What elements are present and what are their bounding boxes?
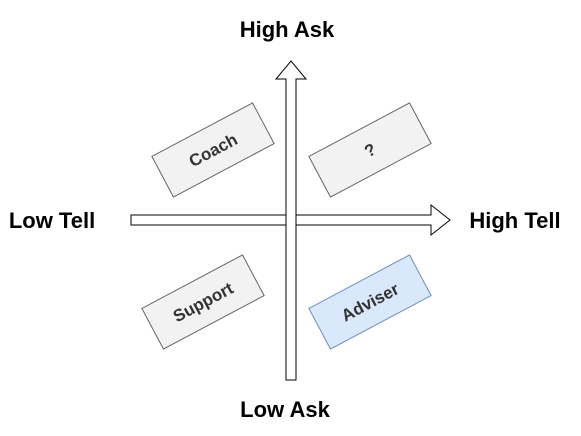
axis-label-high-tell: High Tell	[469, 208, 560, 233]
quadrant-box-unknown: ?	[308, 102, 432, 198]
axis-label-high-ask: High Ask	[240, 17, 335, 42]
unknown-box-shape	[308, 102, 432, 198]
axis-label-low-tell: Low Tell	[9, 208, 95, 233]
axis-crossing	[286, 215, 296, 225]
quadrant-box-coach: Coach	[151, 102, 275, 198]
quadrant-box-adviser: Adviser	[308, 254, 432, 350]
support-box-shape	[141, 254, 265, 350]
axis-label-low-ask: Low Ask	[240, 397, 330, 422]
adviser-box-shape	[308, 254, 432, 350]
coach-box-shape	[151, 102, 275, 198]
quadrant-box-support: Support	[141, 254, 265, 350]
